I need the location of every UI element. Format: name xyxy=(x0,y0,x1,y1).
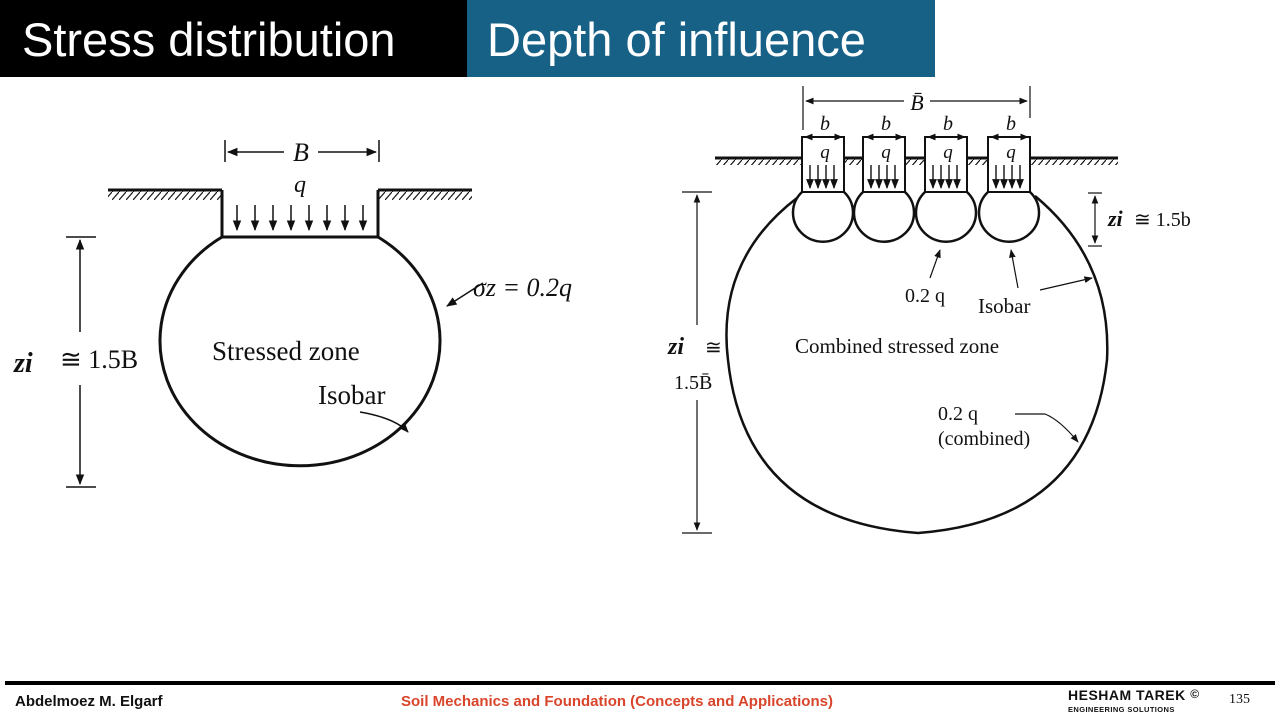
footing-outline xyxy=(220,190,380,239)
footer-author: Abdelmoez M. Elgarf xyxy=(15,693,163,710)
logo-tagline: ENGINEERING SOLUTIONS xyxy=(1068,705,1175,714)
load-label: q xyxy=(1006,142,1016,163)
combined-zone-label: Combined stressed zone xyxy=(795,334,999,358)
small-depth-value: ≅ 1.5b xyxy=(1134,209,1191,231)
width-label: B xyxy=(293,138,309,167)
isobar-label: Isobar xyxy=(318,380,385,410)
footer-divider xyxy=(5,681,1275,685)
footing-width-label: b xyxy=(943,113,953,135)
small-depth-symbol: zi xyxy=(1107,206,1124,231)
combined-isobar xyxy=(725,195,1109,535)
load-arrows xyxy=(232,205,368,232)
isobar-label: Isobar xyxy=(978,294,1030,318)
load-label: q xyxy=(943,142,953,163)
logo-name: HESHAM TAREK xyxy=(1068,687,1186,703)
load-label: q xyxy=(820,142,830,163)
small-isobar-value: 0.2 q xyxy=(905,285,945,307)
soil-hatch xyxy=(378,191,472,200)
single-footing-diagram: B q σz = 0.2q Stressed zone Isobar zi ≅ … xyxy=(13,138,572,488)
page-number: 135 xyxy=(1229,692,1250,707)
depth-symbol: zi xyxy=(13,348,33,379)
isobar-bulb xyxy=(158,235,442,468)
footing-width-label: b xyxy=(1006,113,1016,135)
footer-course: Soil Mechanics and Foundation (Concepts … xyxy=(401,693,833,710)
depth-value: 1.5B̄ xyxy=(674,372,712,394)
depth-value: ≅ 1.5B xyxy=(60,345,138,374)
load-arrows xyxy=(806,165,1024,189)
footer-logo: HESHAM TAREK © ENGINEERING SOLUTIONS xyxy=(1068,687,1199,714)
combined-isobar-note: (combined) xyxy=(938,428,1030,450)
group-footing-diagram: b b b b q q q q B̄ zi ≅ 1.5b 0.2 q Isoba… xyxy=(667,86,1191,535)
isobar-value: σz = 0.2q xyxy=(473,273,572,302)
depth-approx: ≅ xyxy=(705,337,722,359)
load-label: q xyxy=(881,142,891,163)
footing-width-label: b xyxy=(881,113,891,135)
small-isobars xyxy=(791,191,1041,243)
soil-hatch xyxy=(715,159,1118,165)
copyright-icon: © xyxy=(1190,687,1200,701)
stressed-zone-label: Stressed zone xyxy=(212,336,360,366)
title-stress-distribution: Stress distribution xyxy=(0,0,467,77)
load-label: q xyxy=(294,172,306,198)
soil-hatch xyxy=(108,191,222,200)
combined-isobar-value: 0.2 q xyxy=(938,403,978,425)
footing-width-label: b xyxy=(820,113,830,135)
depth-symbol: zi xyxy=(667,334,684,360)
title-depth-of-influence: Depth of influence xyxy=(467,0,935,77)
stress-diagrams: B q σz = 0.2q Stressed zone Isobar zi ≅ … xyxy=(13,86,1191,535)
total-width-label: B̄ xyxy=(910,90,923,115)
